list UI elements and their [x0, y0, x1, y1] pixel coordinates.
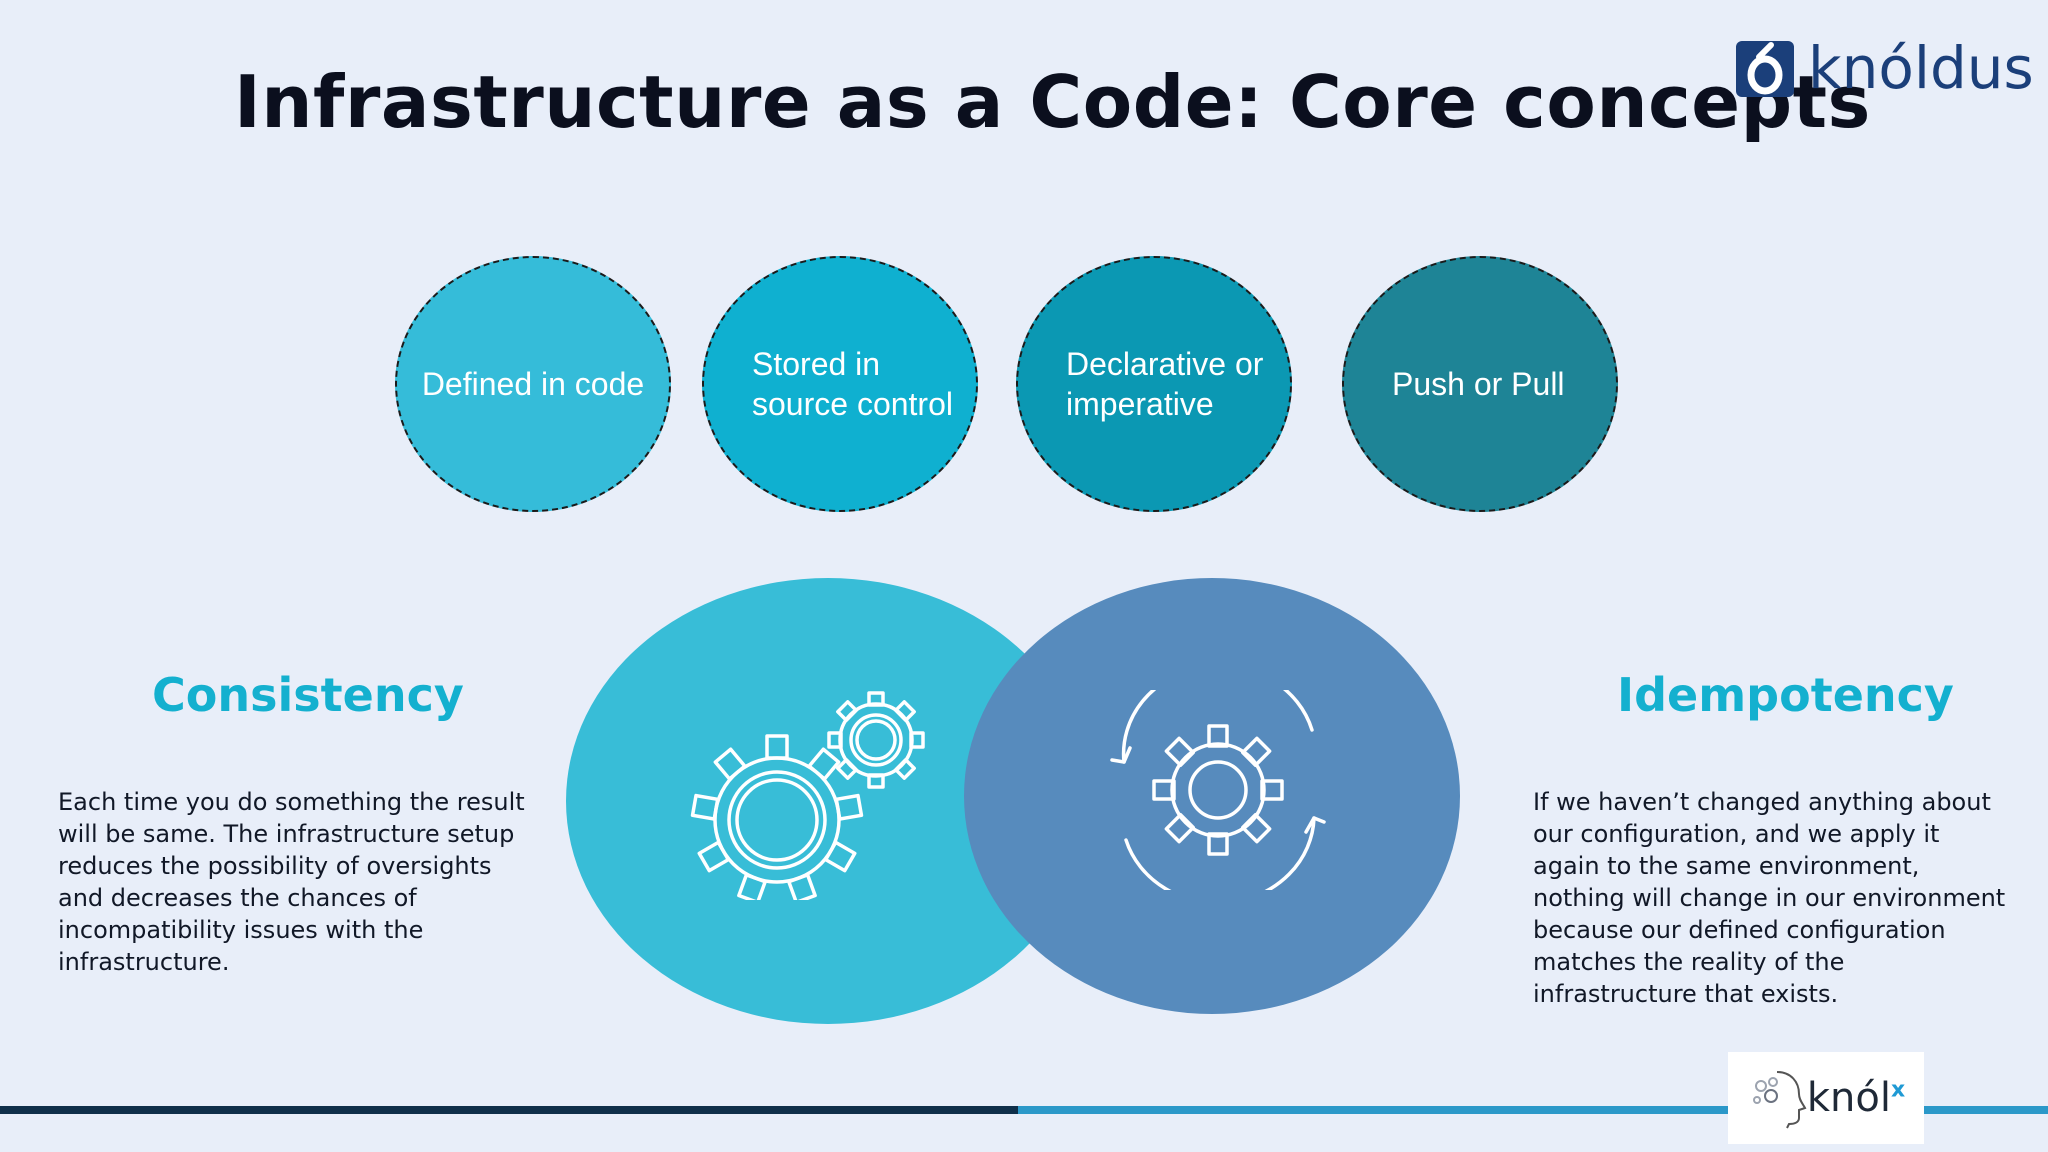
venn-circle-idempotency [964, 578, 1460, 1014]
concept-label-line: Defined in code [421, 366, 645, 402]
knolx-logo-superscript: x [1890, 1077, 1906, 1103]
section-body-consistency: Each time you do something the result wi… [58, 788, 525, 976]
gears-icon [690, 691, 925, 900]
footer-bar-light [1018, 1106, 2048, 1114]
knoldus-logo: knóldus [1732, 32, 2034, 104]
gear-refresh-icon [1110, 690, 1326, 890]
concept-label-line: Stored in [752, 346, 881, 382]
knoldus-logo-icon [1736, 41, 1794, 97]
slide-title: Infrastructure as a Code: Core concepts [234, 60, 1871, 144]
head-gears-icon [1752, 1071, 1807, 1129]
concept-circle-stored-in-source-control: Stored in source control [702, 256, 978, 512]
concept-label-line: Push or Pull [1392, 366, 1565, 402]
concept-circle-defined-in-code: Defined in code [395, 256, 671, 512]
section-body-idempotency: If we haven’t changed anything about our… [1533, 788, 2006, 1008]
concept-label-line: imperative [1066, 386, 1214, 422]
concept-circle-declarative-or-imperative: Declarative or imperative [1016, 256, 1292, 512]
knoldus-logo-text: knóldus [1808, 34, 2034, 102]
knolx-logo: knólx [1728, 1052, 1924, 1144]
section-heading-idempotency: Idempotency [1617, 668, 1954, 722]
knolx-logo-word: knól [1806, 1075, 1891, 1121]
footer-bar-dark [0, 1106, 1018, 1114]
concept-label-line: Declarative or [1066, 346, 1264, 382]
section-heading-consistency: Consistency [152, 668, 464, 722]
concept-label-line: source control [752, 386, 953, 422]
concept-circle-push-or-pull: Push or Pull [1342, 256, 1618, 512]
knolx-logo-text: knólx [1807, 1075, 1905, 1121]
